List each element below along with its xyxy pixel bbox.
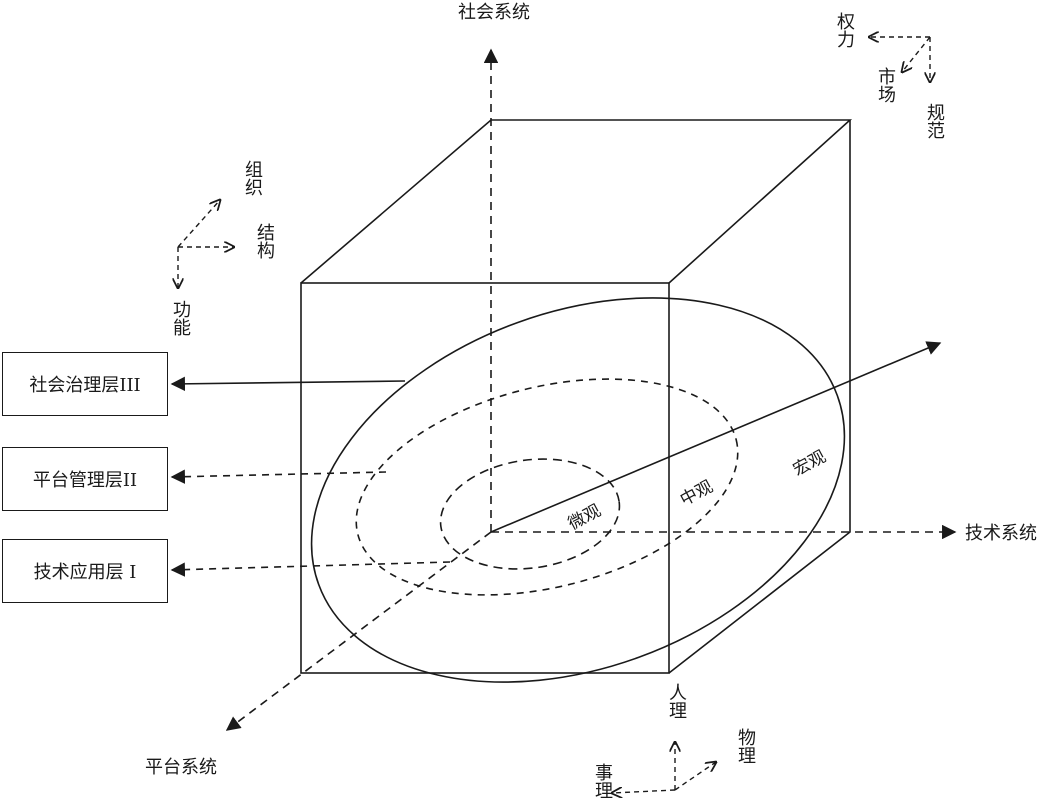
meso-label: 中观 [677,477,716,511]
layer3-box: 社会治理层III [2,352,168,416]
market-label: 市场 [875,67,896,103]
micro-ellipse [439,458,621,570]
layer1-box: 技术应用层 I [2,539,168,603]
triad-social-arrows [869,37,930,82]
norm-label: 规范 [924,103,945,139]
macro-ellipse [310,297,846,683]
social-axis-label: 社会系统 [458,2,530,23]
layer1-label: 技术应用层 I [33,562,137,583]
layer2-box: 平台管理层II [2,447,168,511]
technology-axis-label: 技术系统 [965,523,1037,544]
layer3-connector [170,376,406,392]
cube-top-face [300,119,853,284]
layer3-label: 社会治理层III [29,375,141,396]
meso-ellipse [355,378,739,596]
layer2-connector [170,469,387,484]
cube-front-face [300,282,670,674]
scale-direction-arrow [490,341,942,533]
function-label: 功能 [170,300,191,336]
organization-label: 组织 [242,160,263,196]
triad-technology-arrows [612,742,716,793]
platform-axis-label: 平台系统 [145,757,217,778]
micro-label: 微观 [565,501,604,535]
platform-axis [225,531,492,731]
layer1-connector [170,561,451,577]
cube-right-face [668,120,851,674]
triad-platform-arrows [178,200,234,288]
structure-label: 结构 [254,223,275,259]
physical-principle-label: 物理 [735,728,756,764]
power-label: 权力 [834,12,855,48]
human-principle-label: 人理 [666,683,687,719]
affair-principle-label: 事理 [592,763,613,799]
macro-label: 宏观 [790,447,829,481]
layer2-label: 平台管理层II [32,470,138,491]
